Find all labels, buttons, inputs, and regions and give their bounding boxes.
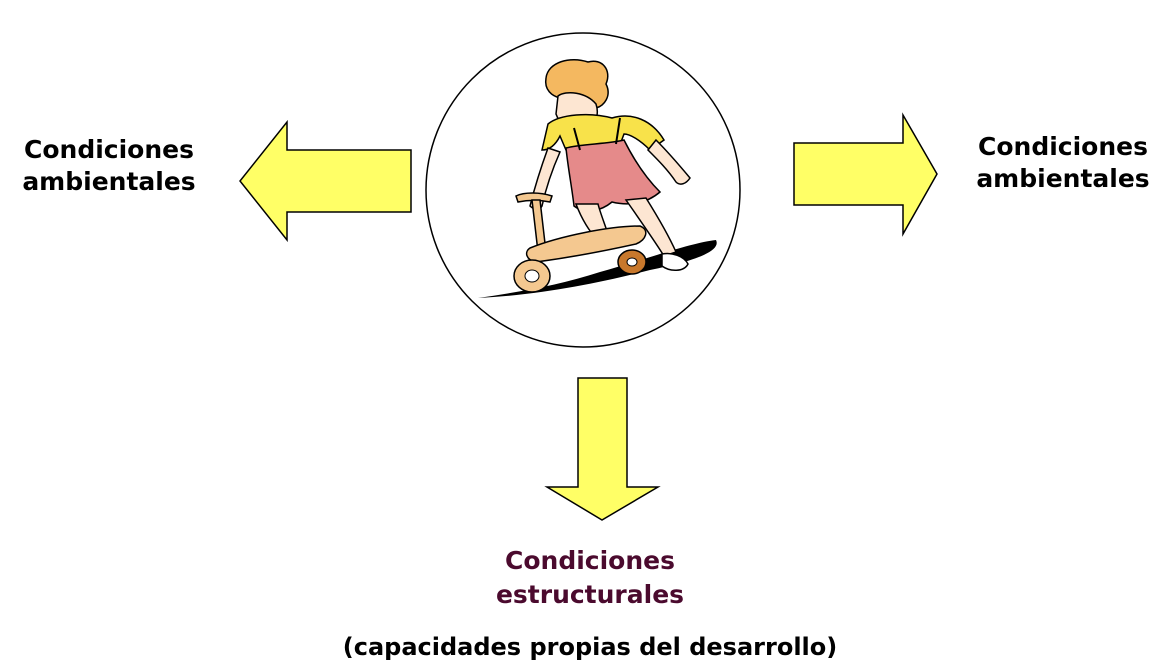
left-label-line2: ambientales xyxy=(22,167,196,196)
bottom-note: (capacidades propias del desarrollo) xyxy=(342,633,838,661)
right-label-line2: ambientales xyxy=(976,164,1150,193)
child-on-scooter-illustration xyxy=(478,58,717,298)
right-condition-label: Condiciones ambientales xyxy=(955,131,1171,195)
left-arrow xyxy=(239,119,412,243)
right-label-line1: Condiciones xyxy=(978,132,1148,161)
bottom-label-line1: Condiciones xyxy=(505,546,675,575)
bottom-label-line2: estructurales xyxy=(495,580,685,609)
left-condition-label: Condiciones ambientales xyxy=(0,134,218,198)
bottom-condition-label: Condiciones estructurales xyxy=(440,544,740,612)
down-arrow xyxy=(544,377,661,521)
left-label-line1: Condiciones xyxy=(24,135,194,164)
right-arrow xyxy=(793,112,938,237)
